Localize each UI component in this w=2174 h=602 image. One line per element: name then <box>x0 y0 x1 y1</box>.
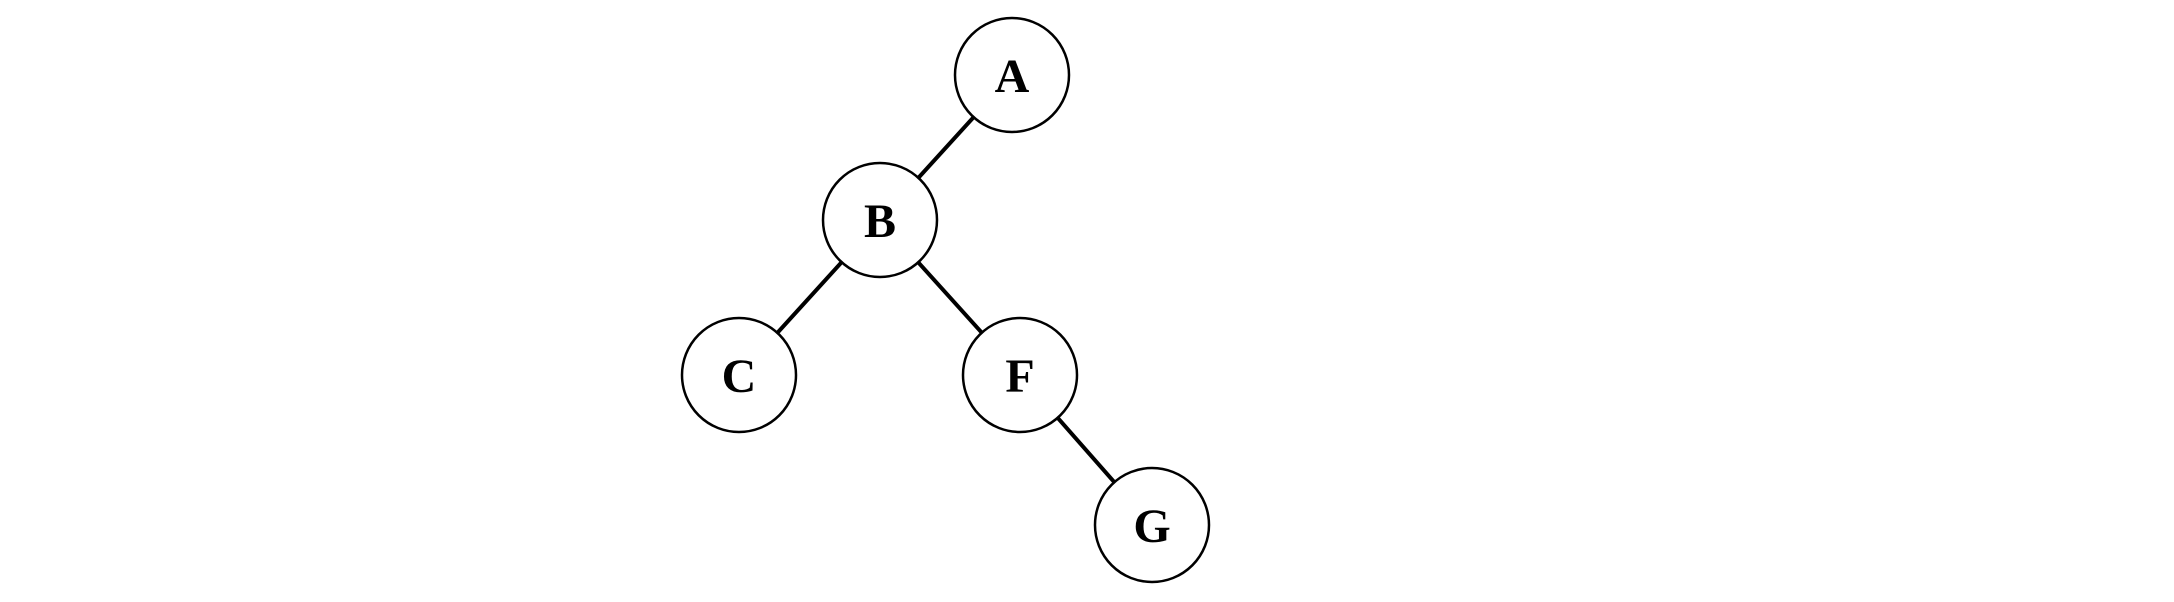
node-circle-B <box>821 161 939 279</box>
node-label-C: C <box>722 350 757 403</box>
node-F: F <box>961 316 1079 434</box>
node-label-F: F <box>1005 350 1034 403</box>
node-C: C <box>680 316 798 434</box>
node-circle-F <box>961 316 1079 434</box>
node-label-B: B <box>864 195 896 248</box>
node-circle-A <box>953 16 1071 134</box>
node-A: A <box>953 16 1071 134</box>
node-label-A: A <box>995 50 1030 103</box>
node-label-G: G <box>1133 500 1170 553</box>
node-circle-G <box>1093 466 1211 584</box>
node-circle-C <box>680 316 798 434</box>
node-B: B <box>821 161 939 279</box>
node-G: G <box>1093 466 1211 584</box>
